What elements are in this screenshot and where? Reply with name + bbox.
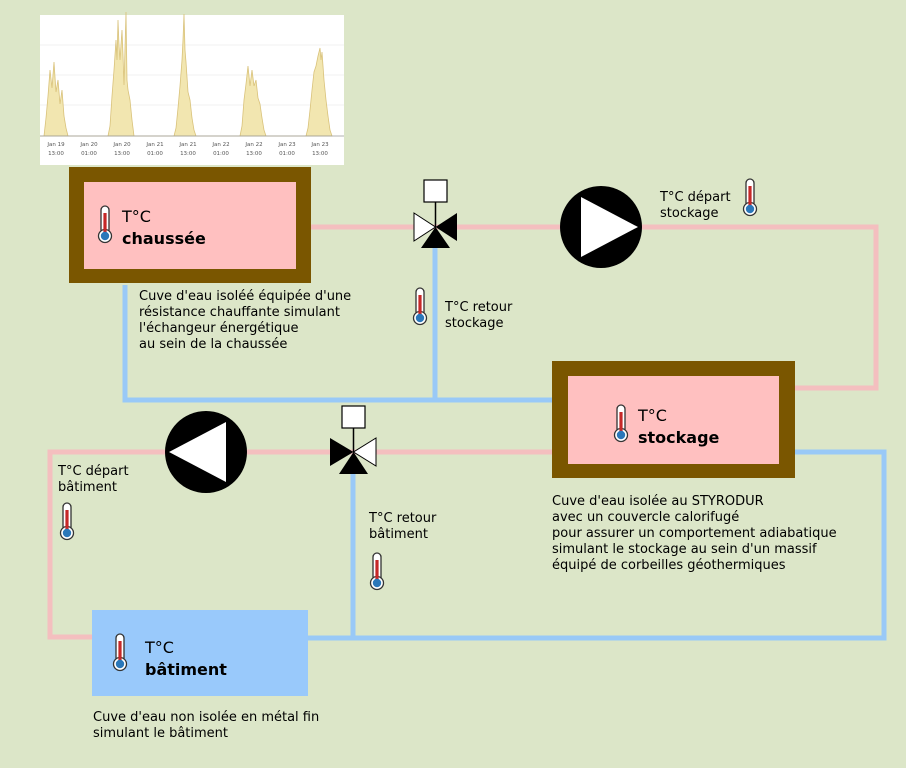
chart-tick-time: 01:00 — [279, 151, 295, 157]
chart-tick-time: 01:00 — [81, 151, 97, 157]
building-supply-label: T°C départ bâtiment — [58, 464, 129, 495]
chart-tick-date: Jan 20 — [112, 142, 131, 148]
chart-tick-date: Jan 22 — [244, 142, 262, 148]
chart-tick-time: 13:00 — [312, 151, 328, 157]
chart-tick-time: 01:00 — [213, 151, 229, 157]
chart-tick-time: 01:00 — [147, 151, 163, 157]
chart-tick-date: Jan 19 — [46, 142, 65, 148]
storage-tank-description: Cuve d'eau isolée au STYRODUR avec un co… — [552, 494, 837, 573]
road-return-pipe — [122, 285, 553, 403]
storage-valve-icon — [413, 179, 457, 248]
chart-tick-time: 13:00 — [180, 151, 196, 157]
chart-tick-date: Jan 23 — [310, 142, 329, 148]
road-tank-label: T°C chaussée — [122, 207, 206, 248]
chart-tick-date: Jan 21 — [178, 142, 196, 148]
building-return-label: T°C retour bâtiment — [369, 511, 437, 542]
chart-tick-date: Jan 23 — [277, 142, 296, 148]
storage-return-label: T°C retour stockage — [445, 300, 513, 331]
chart-tick-date: Jan 21 — [145, 142, 163, 148]
chart-tick-date: Jan 22 — [211, 142, 229, 148]
building-supply-pipe — [47, 449, 553, 640]
storage-pump-icon — [560, 186, 642, 268]
chart-tick-time: 13:00 — [48, 151, 64, 157]
building-pump-icon — [165, 411, 247, 493]
chart-tick-time: 13:00 — [246, 151, 262, 157]
building-tank — [92, 610, 308, 696]
cold-pipes — [122, 243, 887, 641]
storage-tank — [552, 361, 795, 478]
building-return-pipe — [308, 449, 887, 641]
building-tank-label: T°C bâtiment — [145, 638, 227, 679]
road-tank-description: Cuve d'eau isoléé équipée d'une résistan… — [139, 289, 352, 352]
chart-tick-time: 13:00 — [114, 151, 130, 157]
building-valve-icon — [330, 405, 377, 474]
chart-tick-date: Jan 20 — [79, 142, 98, 148]
storage-tank-label: T°C stockage — [638, 406, 720, 447]
building-tank-description: Cuve d'eau non isolée en métal fin simul… — [93, 710, 320, 741]
storage-supply-label: T°C départ stockage — [660, 190, 731, 221]
chart-series-area — [40, 11, 333, 137]
